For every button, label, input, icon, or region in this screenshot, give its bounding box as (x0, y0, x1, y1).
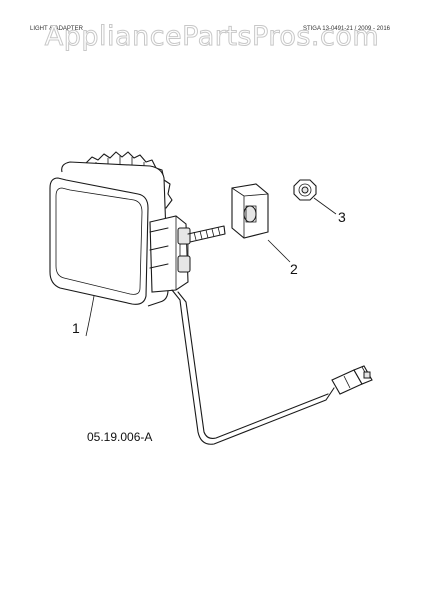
callout-leader-1 (85, 295, 95, 337)
watermark-text: AppliancePartsPros.com (45, 21, 379, 52)
light-lens (55, 187, 143, 295)
callout-leader-3 (313, 197, 337, 215)
threaded-stud (187, 225, 226, 243)
callout-leader-2 (267, 239, 291, 263)
lock-nut (293, 179, 337, 215)
power-cable (171, 289, 373, 445)
mounting-bracket (149, 215, 191, 293)
section-title: LIGHT & ADAPTER (30, 26, 84, 32)
cable-connector (331, 365, 373, 395)
callout-number-3: 3 (338, 209, 346, 225)
work-light-assembly (49, 151, 373, 445)
callout-number-1: 1 (72, 320, 80, 336)
model-reference: STIGA 13-0491-21 / 2009 - 2016 (303, 26, 391, 32)
callout-number-2: 2 (290, 261, 298, 277)
light-bezel (49, 177, 149, 305)
adapter-block (231, 183, 291, 263)
diagram-code: 05.19.006-A (87, 430, 152, 444)
